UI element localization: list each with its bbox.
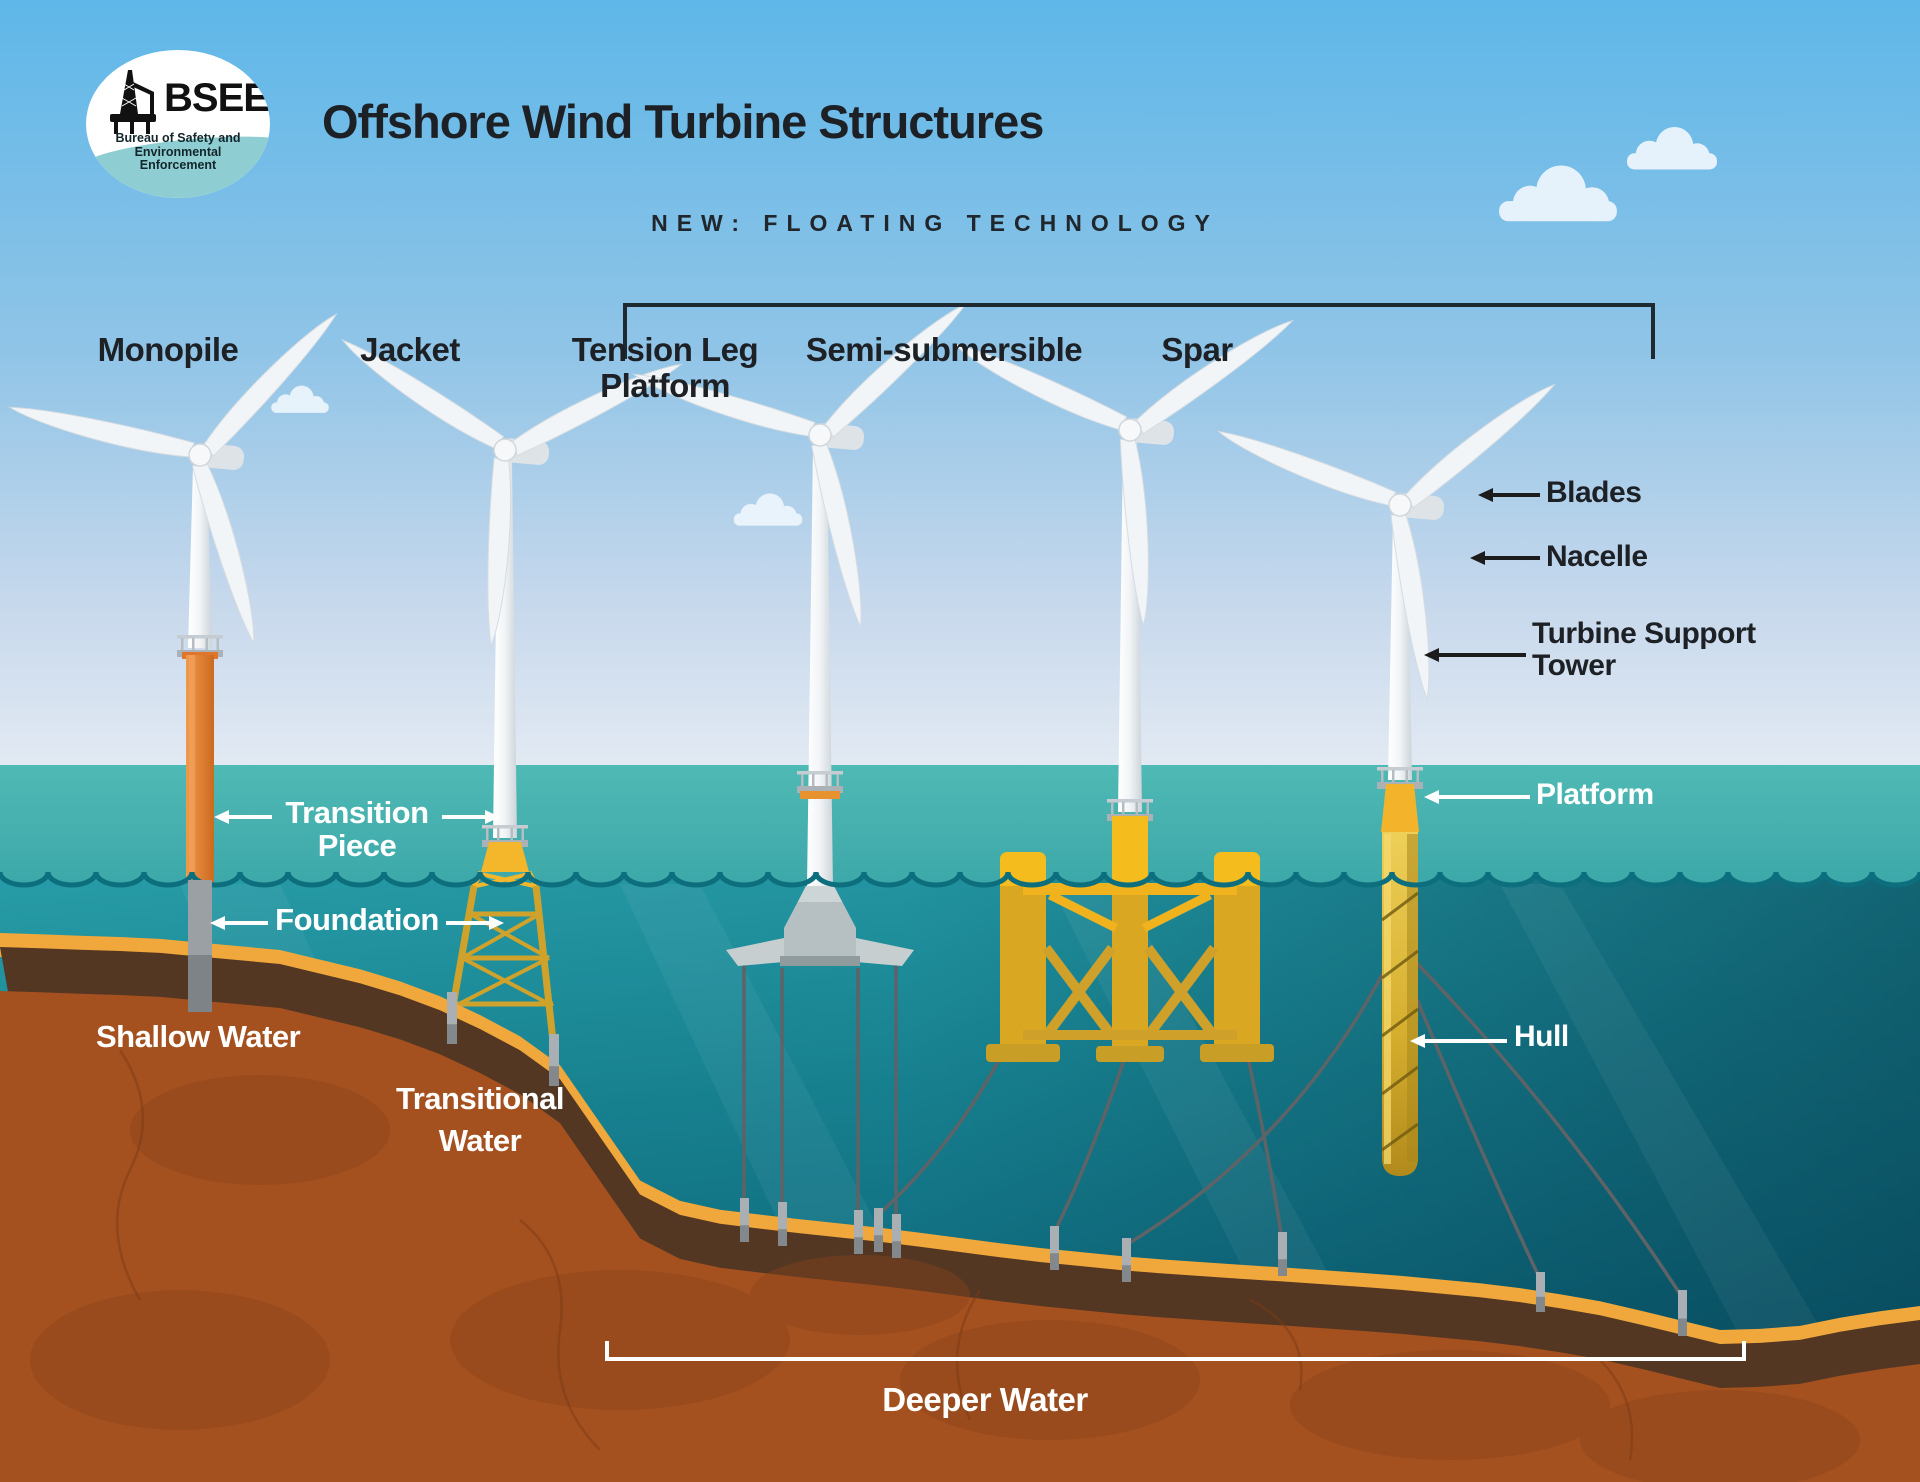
seabed-marbling [30,1075,1860,1482]
nacelle-arrow-icon [1470,551,1540,565]
page-title: Offshore Wind Turbine Structures [322,95,1044,148]
label-blades: Blades [1546,476,1642,509]
foundation-left-arrow-icon [210,916,268,930]
header-spar: Spar [1161,331,1233,368]
label-platform: Platform [1536,778,1654,811]
semi-submersible-structure [876,190,1384,1241]
tlp-tendons [742,964,898,1222]
oil-rig-icon [110,70,156,134]
label-hull: Hull [1514,1020,1569,1053]
transition-piece-right-arrow-icon [442,810,500,824]
label-shallow-water: Shallow Water [96,1019,301,1054]
wave-edge [0,871,1920,888]
anchor-piles [188,880,1687,1336]
spar-moorings [1125,950,1684,1298]
logo-org-name: Bureau of Safety and Environmental Enfor… [115,131,241,172]
label-turbine-support-tower: Turbine Support Tower [1532,617,1756,683]
surface-water [0,765,1920,885]
header-semi-submersible: Semi-submersible [805,331,1083,368]
header-tension-leg-platform: Tension Leg Platform [571,331,759,404]
semisub-moorings [876,1057,1284,1241]
label-transitional-water: Transitional Water [396,1081,564,1158]
label-transition-piece: Transition Piece [285,795,429,864]
monopile-structure [0,200,465,882]
label-deeper-water: Deeper Water [882,1381,1088,1418]
sky [0,0,1920,770]
deeper-water-bracket [605,1341,1746,1361]
header-jacket: Jacket [360,331,460,368]
label-foundation: Foundation [275,902,439,937]
turbine-support-tower-arrow-icon [1424,648,1526,662]
seabed-cracks [115,1049,1634,1461]
label-nacelle: Nacelle [1546,540,1648,573]
foundation-right-arrow-icon [446,916,504,930]
jacket-structure [336,226,746,1051]
transition-piece-left-arrow-icon [214,810,272,824]
header-monopile: Monopile [97,331,239,368]
platform-arrow-icon [1424,790,1530,804]
logo-acronym: BSEE [164,76,270,120]
blades-arrow-icon [1478,488,1540,502]
tension-leg-platform-structure [622,184,1083,1222]
floating-technology-banner: NEW: FLOATING TECHNOLOGY [651,210,1219,236]
floating-technology-bracket [623,303,1655,359]
clouds [271,127,1717,526]
hull-arrow-icon [1410,1034,1507,1048]
spar-structure [1125,259,1684,1298]
bsee-logo: BSEE Bureau of Safety and Environmental … [86,50,270,198]
